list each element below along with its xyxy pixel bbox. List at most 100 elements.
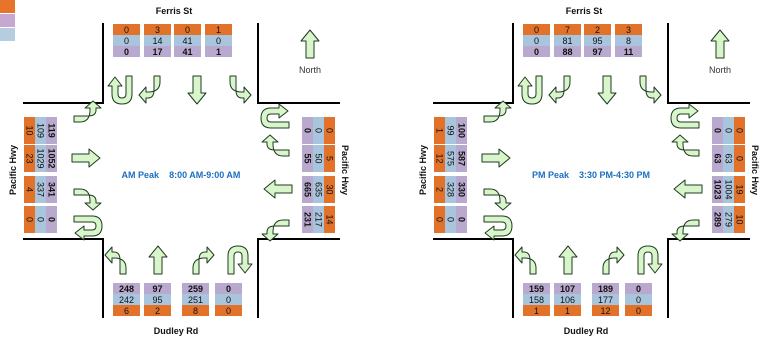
north-street-label: Ferris St (156, 6, 193, 16)
total-value: 41 (182, 47, 192, 57)
heavy-value: 7 (565, 25, 570, 35)
light-value: 0 (226, 295, 231, 305)
west-through-arrow (71, 148, 101, 168)
south-uturn-arrow (637, 245, 663, 275)
west-through-arrow (481, 148, 511, 168)
light-cell (445, 176, 456, 203)
light-cell (554, 35, 581, 46)
total-cell (554, 46, 581, 57)
total-value: 259 (188, 284, 203, 294)
total-cell (205, 46, 232, 57)
total-cell (302, 117, 313, 144)
east-through-arrow (263, 179, 293, 199)
total-cell (46, 117, 57, 144)
heavy-cell (182, 305, 209, 316)
light-value: 217 (314, 212, 324, 227)
light-cell (615, 35, 642, 46)
south-right-arrow (602, 246, 625, 275)
light-cell (445, 145, 456, 172)
light-cell (584, 35, 611, 46)
total-cell (302, 176, 313, 203)
heavy-cell (554, 24, 581, 35)
south-left-arrow (104, 246, 127, 275)
total-cell (584, 46, 611, 57)
heavy-value: 0 (325, 128, 335, 133)
total-cell (554, 283, 581, 294)
total-value: 0 (713, 128, 723, 133)
heavy-cell (113, 24, 140, 35)
total-value: 0 (534, 47, 539, 57)
light-value: 0 (36, 217, 46, 222)
south-through-arrow (148, 245, 168, 275)
heavy-value: 1 (565, 306, 570, 316)
total-value: 0 (457, 217, 467, 222)
heavy-cell (324, 117, 335, 144)
total-value: 1052 (47, 148, 57, 168)
light-value: 99 (446, 125, 456, 135)
curb-se (667, 238, 750, 318)
light-cell (35, 117, 46, 144)
light-cell (144, 294, 171, 305)
heavy-value: 1 (534, 306, 539, 316)
heavy-cell (734, 206, 745, 233)
heavy-value: 2 (435, 187, 445, 192)
west-street-label: Pacific Hwy (418, 145, 428, 195)
total-value: 0 (303, 128, 313, 133)
east-through-arrow (673, 179, 703, 199)
curb-ne (667, 23, 750, 104)
heavy-cell (24, 206, 35, 233)
light-value: 81 (562, 36, 572, 46)
total-cell (523, 283, 550, 294)
total-value: 63 (713, 153, 723, 163)
heavy-value: 12 (435, 153, 445, 163)
south-uturn-arrow (227, 245, 253, 275)
legend-swatch (0, 28, 15, 41)
north-label: North (299, 65, 321, 75)
total-value: 55 (303, 153, 313, 163)
total-cell (712, 176, 723, 203)
heavy-value: 10 (735, 214, 745, 224)
peak-time: 8:00 AM-9:00 AM (169, 170, 240, 180)
light-cell (523, 35, 550, 46)
peak-time: 3:30 PM-4:30 PM (579, 170, 650, 180)
light-value: 328 (446, 182, 456, 197)
light-cell (35, 176, 46, 203)
north-right-arrow (548, 75, 571, 104)
west-uturn-arrow (483, 215, 513, 241)
total-value: 189 (598, 284, 613, 294)
curb-nw (433, 23, 514, 104)
heavy-value: 0 (534, 25, 539, 35)
total-cell (46, 176, 57, 203)
heavy-cell (324, 176, 335, 203)
light-value: 177 (598, 295, 613, 305)
total-value: 97 (152, 284, 162, 294)
total-value: 289 (713, 212, 723, 227)
heavy-value: 0 (735, 156, 745, 161)
heavy-value: 8 (193, 306, 198, 316)
heavy-value: 2 (595, 25, 600, 35)
west-left-arrow (483, 100, 512, 123)
north-through-arrow (597, 75, 617, 105)
total-value: 88 (562, 47, 572, 57)
light-value: 0 (534, 36, 539, 46)
light-cell (523, 294, 550, 305)
heavy-cell (434, 117, 445, 144)
total-cell (456, 206, 467, 233)
light-cell (445, 206, 456, 233)
heavy-value: 0 (226, 306, 231, 316)
light-value: 0 (314, 128, 324, 133)
total-cell (113, 46, 140, 57)
